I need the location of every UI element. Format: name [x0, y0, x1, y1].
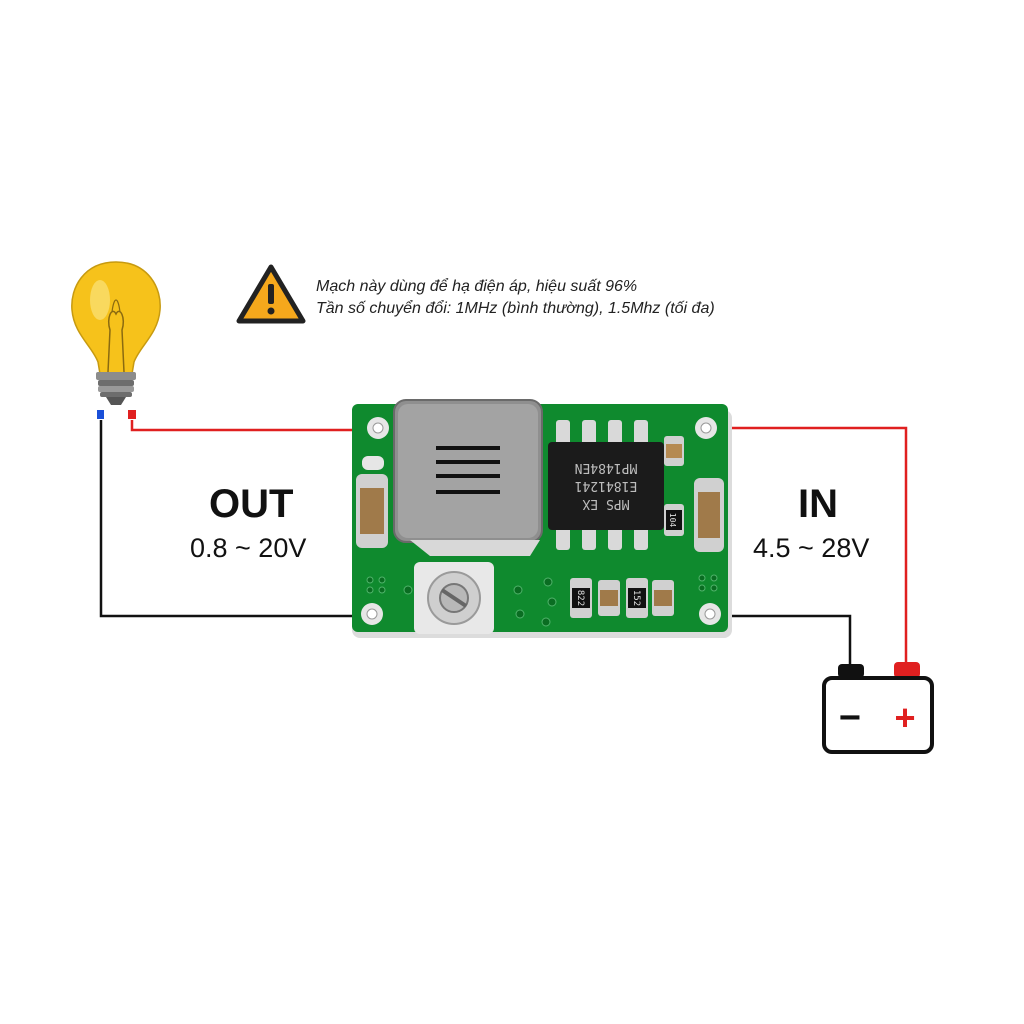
warning-line-1: Mạch này dùng để hạ điện áp, hiệu suất 9…: [316, 278, 638, 295]
input-title: IN: [798, 482, 838, 526]
cap-code-label: 104: [668, 513, 677, 528]
resistors: 822 152: [570, 578, 648, 618]
output-range: 0.8 ~ 20V: [190, 533, 307, 563]
resistor-label-152: 152: [631, 590, 641, 606]
chip-marking-1: MP1484EN: [575, 460, 638, 475]
bulb-positive-terminal: [128, 410, 136, 419]
chip-marking-2: E1841241: [575, 478, 638, 493]
warning-icon: [236, 264, 306, 324]
output-negative-wire: [99, 420, 370, 618]
warning-note: Mạch này dùng để hạ điện áp, hiệu suất 9…: [316, 276, 715, 320]
vias: [366, 574, 718, 627]
input-positive-wire: [706, 426, 908, 664]
resistor-label-822: 822: [575, 590, 585, 606]
bulb-negative-terminal: [97, 410, 104, 419]
battery-icon: − +: [822, 662, 934, 754]
input-range: 4.5 ~ 28V: [753, 533, 870, 563]
output-title: OUT: [209, 482, 294, 526]
light-bulb-icon: [71, 261, 161, 405]
input-negative-wire: [706, 614, 852, 664]
regulator-chip: MP1484EN E1841241 MPS EX: [548, 420, 664, 550]
chip-marking-3: MPS EX: [582, 496, 629, 511]
output-positive-wire: [130, 420, 378, 432]
battery-positive-sign: +: [894, 697, 915, 738]
warning-line-2: Tần số chuyển đổi: 1MHz (bình thường), 1…: [316, 300, 715, 317]
capacitors: 104: [356, 436, 724, 616]
wires: [97, 410, 908, 664]
inductor: [393, 399, 543, 556]
battery-negative-sign: −: [839, 697, 861, 739]
buck-converter-board: MP1484EN E1841241 MPS EX 104 822: [352, 399, 732, 638]
potentiometer: [414, 562, 494, 634]
board-pads: [361, 417, 721, 625]
